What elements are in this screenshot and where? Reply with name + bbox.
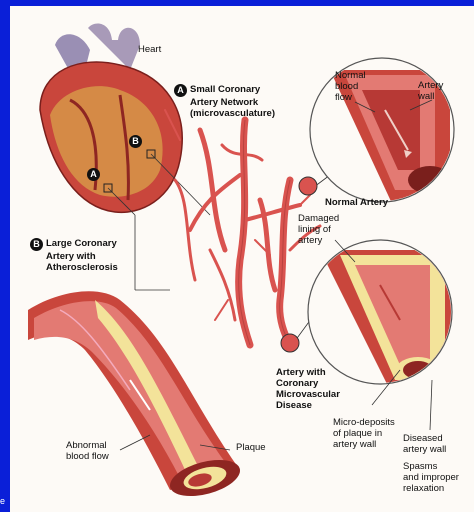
microvascular-network — [165, 110, 320, 345]
badge-b: B — [30, 238, 43, 251]
badge-a: A — [174, 84, 187, 97]
disease-zoom-marker — [281, 334, 299, 352]
edge-text-fragment: e — [0, 496, 5, 506]
heart-marker-a: A — [87, 168, 100, 181]
normal-zoom-marker — [299, 177, 317, 195]
heart-marker-b: B — [129, 135, 142, 148]
heart-label: Heart — [138, 44, 161, 55]
large-artery-illustration — [28, 291, 244, 502]
plaque-label: Plaque — [236, 442, 266, 453]
normal-artery-label: Normal Artery — [325, 197, 388, 208]
